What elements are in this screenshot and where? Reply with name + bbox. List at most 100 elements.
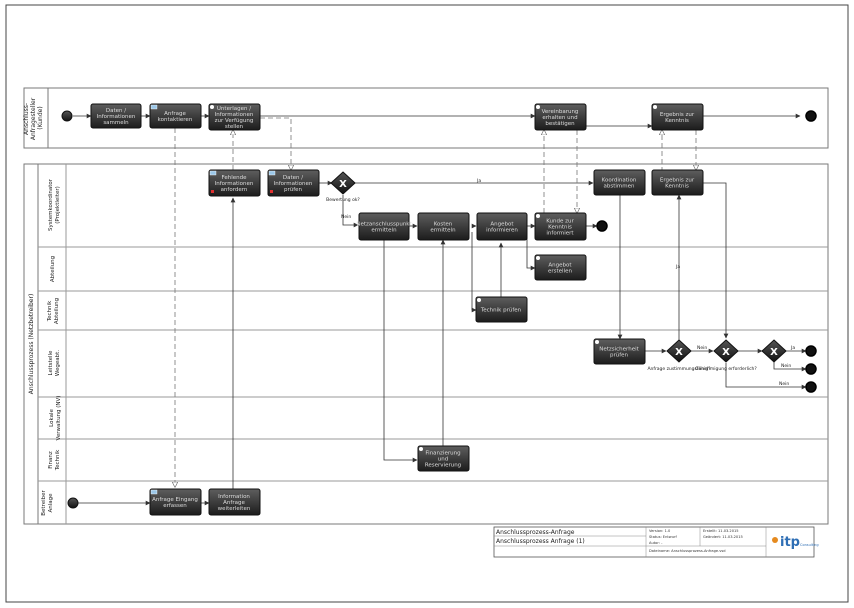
meta-version: Version: 1.0 — [649, 529, 671, 533]
svg-text:Genehmigung erforderlich?: Genehmigung erforderlich? — [695, 366, 757, 372]
flow-label-nein-2: Nein — [697, 345, 707, 351]
user-icon — [419, 447, 423, 451]
end-event-kunde — [596, 220, 608, 232]
user-icon — [595, 340, 599, 344]
message-icon — [150, 489, 158, 495]
diagram-title: Anschlussprozess-Anfrage — [496, 529, 575, 536]
end-event-2 — [805, 363, 817, 375]
lane-label-leitstelle: LeitstelleWegeabt. — [48, 350, 61, 376]
svg-text:Bewertung ok?: Bewertung ok? — [326, 197, 360, 203]
flag-icon — [211, 190, 214, 193]
company-logo: itp Consulting — [772, 535, 819, 550]
svg-text:X: X — [770, 347, 778, 358]
lane-label-betreiber: BetreiberAnlage — [41, 490, 54, 516]
user-icon — [536, 214, 540, 218]
meta-created: Erstellt: 11.03.2015 — [703, 529, 739, 533]
gateway-1: X Bewertung ok? — [326, 171, 360, 203]
message-icon — [150, 104, 158, 110]
user-icon — [653, 105, 657, 109]
events — [61, 110, 817, 509]
meta-filename: Dateiname: Anschlussprozess-Anfrage.vsd — [649, 549, 726, 553]
meta-author: Autor: - — [649, 541, 663, 545]
flow-label-nein-1: Nein — [341, 214, 351, 220]
flow-labels: Nein Ja Ja Nein Ja Nein Nein — [341, 178, 795, 387]
svg-text:Anfrage zustimmungsfähig?: Anfrage zustimmungsfähig? — [647, 366, 711, 372]
lane-label-department: Abteilung — [50, 256, 56, 282]
pool-operator-label: Anschlussprozess (Netzbetreiber) — [28, 294, 35, 395]
user-icon — [477, 298, 481, 302]
pool-customer-label-1: Anschluss- — [23, 103, 30, 135]
flow-label-nein-4: Nein — [779, 381, 789, 387]
meta-changed: Geändert: 11.03.2015 — [703, 535, 743, 539]
lane-label-technik: TechnikAbteilung — [47, 298, 60, 324]
svg-text:X: X — [339, 179, 347, 190]
svg-text:X: X — [722, 347, 730, 358]
message-flows — [175, 117, 696, 487]
pool-customer: Anschluss- Anfragesteller (Kunde) — [23, 87, 829, 149]
svg-text:Consulting: Consulting — [800, 543, 819, 547]
message-icon — [209, 170, 217, 176]
svg-text:Technik prüfen: Technik prüfen — [480, 308, 522, 314]
svg-text:itp: itp — [780, 535, 800, 550]
end-event-1 — [805, 345, 817, 357]
lane-label-verwaltung: LokaleVerwaltung (NV) — [49, 396, 62, 441]
gateways: X Bewertung ok? X Anfrage zustimmungsfäh… — [326, 171, 787, 372]
task-type-icons — [150, 104, 657, 495]
end-event-customer — [805, 110, 817, 122]
sequence-flows — [73, 113, 807, 506]
flag-icon — [270, 190, 273, 193]
flow-label-nein-3: Nein — [781, 363, 791, 369]
task-technik-pruefen[interactable]: Technik prüfen — [475, 296, 528, 323]
title-block: Anschlussprozess-Anfrage Anschlussprozes… — [493, 526, 819, 558]
flow-label-ja-2: Ja — [675, 264, 680, 270]
svg-text:X: X — [675, 347, 683, 358]
end-event-3 — [805, 381, 817, 393]
flow-label-ja-3: Ja — [790, 345, 795, 351]
user-icon — [536, 105, 540, 109]
pool-customer-label-3: (Kunde) — [37, 106, 44, 129]
meta-status: Status: Entwurf — [649, 535, 677, 539]
flow-label-ja-1: Ja — [476, 178, 481, 184]
diagram-subtitle: Anschlussprozess Anfrage (1) — [496, 538, 585, 545]
lane-labels: Systemkoordinator(Projektleiter) Abteilu… — [41, 178, 62, 516]
lane-label-finanz: FinanzTechnik — [48, 449, 61, 471]
user-icon — [536, 256, 540, 260]
start-event-betreiber — [67, 497, 79, 509]
svg-text:Anschluss- Anfragestelle: Anschluss- Anfragesteller (Kunde) — [23, 96, 44, 140]
